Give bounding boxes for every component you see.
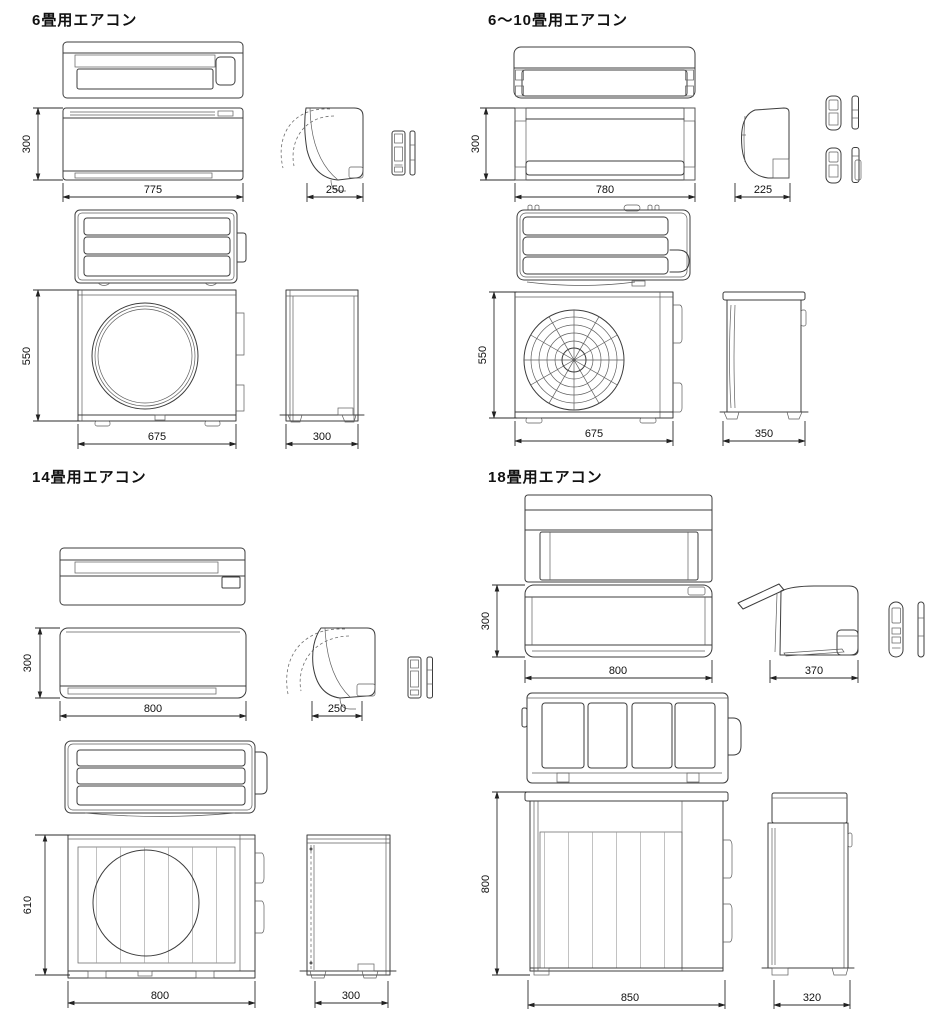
indoor-height-dimension: 300 bbox=[21, 107, 63, 181]
outdoor-unit-top-view bbox=[516, 204, 691, 287]
quadrant-6-10jo: 300 780 225 bbox=[470, 46, 862, 446]
svg-text:225: 225 bbox=[754, 184, 772, 196]
indoor-height-dimension: 300 bbox=[470, 107, 515, 181]
outdoor-unit-front-view bbox=[77, 289, 245, 427]
outdoor-unit-front-view bbox=[67, 834, 265, 979]
outdoor-width-dimension: 675 bbox=[514, 421, 674, 446]
svg-text:300: 300 bbox=[21, 135, 33, 153]
remote-control-1-side bbox=[851, 95, 859, 130]
remote-control-1-front bbox=[825, 95, 842, 131]
indoor-depth-dimension: 250 bbox=[311, 701, 363, 721]
svg-text:800: 800 bbox=[144, 703, 162, 715]
svg-text:300: 300 bbox=[470, 135, 482, 153]
outdoor-width-dimension: 800 bbox=[67, 981, 256, 1008]
svg-text:610: 610 bbox=[22, 896, 34, 914]
quadrant-6jo: 300 775 250 bbox=[21, 41, 416, 449]
outdoor-unit-side-view bbox=[719, 291, 809, 420]
svg-text:675: 675 bbox=[585, 428, 603, 440]
outdoor-height-dimension: 800 bbox=[480, 791, 530, 976]
fan-grille bbox=[91, 302, 199, 410]
svg-text:320: 320 bbox=[803, 992, 821, 1004]
svg-text:300: 300 bbox=[342, 990, 360, 1002]
outdoor-unit-side-view bbox=[299, 834, 397, 979]
svg-text:250: 250 bbox=[326, 184, 344, 196]
svg-text:800: 800 bbox=[480, 875, 492, 893]
fan-grille bbox=[523, 309, 625, 411]
indoor-width-dimension: 775 bbox=[62, 183, 244, 202]
indoor-unit-side-view bbox=[286, 627, 376, 710]
remote-control-side bbox=[409, 130, 416, 176]
indoor-height-dimension: 300 bbox=[22, 627, 60, 699]
svg-text:250: 250 bbox=[328, 703, 346, 715]
unit-title-6-10jo: 6～10畳用エアコン bbox=[488, 12, 629, 29]
outdoor-unit-side-view bbox=[279, 289, 365, 423]
svg-text:775: 775 bbox=[144, 184, 162, 196]
indoor-unit-top-view bbox=[62, 41, 244, 99]
svg-text:300: 300 bbox=[22, 654, 34, 672]
quadrant-14jo: 300 800 250 bbox=[22, 547, 433, 1008]
svg-text:675: 675 bbox=[148, 431, 166, 443]
outdoor-height-dimension: 550 bbox=[477, 291, 517, 419]
indoor-unit-side-view bbox=[741, 107, 790, 179]
outdoor-height-dimension: 550 bbox=[21, 289, 80, 422]
unit-title-18jo: 18畳用エアコン bbox=[488, 469, 603, 486]
indoor-width-dimension: 780 bbox=[514, 183, 696, 202]
indoor-unit-front-view bbox=[59, 627, 247, 699]
outdoor-unit-front-view bbox=[514, 291, 683, 424]
unit-title-14jo: 14畳用エアコン bbox=[32, 469, 147, 486]
outdoor-width-dimension: 675 bbox=[77, 424, 237, 449]
svg-text:550: 550 bbox=[477, 346, 489, 364]
outdoor-depth-dimension: 320 bbox=[773, 980, 851, 1009]
svg-text:300: 300 bbox=[313, 431, 331, 443]
remote-control-front bbox=[391, 130, 406, 176]
svg-text:850: 850 bbox=[621, 992, 639, 1004]
remote-control-side bbox=[917, 601, 925, 658]
svg-text:370: 370 bbox=[805, 665, 823, 677]
outdoor-height-dimension: 610 bbox=[22, 834, 70, 976]
indoor-height-dimension: 300 bbox=[480, 584, 525, 658]
remote-control-2-side bbox=[851, 147, 862, 183]
indoor-unit-side-view bbox=[737, 583, 859, 657]
indoor-unit-top-view bbox=[513, 46, 696, 99]
svg-text:800: 800 bbox=[609, 665, 627, 677]
outdoor-unit-front-view bbox=[524, 791, 733, 976]
indoor-width-dimension: 800 bbox=[524, 660, 713, 683]
louver-grille bbox=[539, 831, 683, 969]
outdoor-depth-dimension: 350 bbox=[722, 421, 806, 446]
outdoor-depth-dimension: 300 bbox=[285, 424, 359, 449]
indoor-unit-top-view bbox=[59, 547, 246, 606]
remote-control-side bbox=[426, 656, 433, 699]
outdoor-width-dimension: 850 bbox=[527, 980, 726, 1009]
svg-text:300: 300 bbox=[480, 612, 492, 630]
indoor-unit-front-view bbox=[62, 107, 244, 181]
unit-title-6jo: 6畳用エアコン bbox=[32, 12, 138, 29]
indoor-depth-dimension: 370 bbox=[769, 660, 859, 683]
indoor-unit-side-view bbox=[280, 107, 364, 192]
remote-control-front bbox=[888, 601, 904, 658]
quadrant-18jo: 300 800 370 bbox=[480, 494, 925, 1009]
svg-text:350: 350 bbox=[755, 428, 773, 440]
outdoor-unit-side-view bbox=[761, 792, 855, 976]
louver-grille bbox=[77, 846, 236, 964]
indoor-depth-dimension: 225 bbox=[734, 183, 791, 202]
svg-text:800: 800 bbox=[151, 990, 169, 1002]
svg-text:780: 780 bbox=[596, 184, 614, 196]
outdoor-depth-dimension: 300 bbox=[314, 981, 389, 1008]
indoor-unit-top-view bbox=[524, 494, 713, 583]
remote-control-2-front bbox=[825, 147, 842, 184]
svg-text:550: 550 bbox=[21, 347, 33, 365]
remote-control-front bbox=[407, 656, 422, 699]
indoor-unit-front-view bbox=[524, 584, 713, 658]
outdoor-unit-top-view bbox=[521, 692, 742, 784]
indoor-unit-front-view bbox=[514, 107, 696, 181]
indoor-depth-dimension: 250 bbox=[306, 183, 364, 202]
outdoor-unit-top-view bbox=[74, 209, 247, 286]
outdoor-unit-top-view bbox=[64, 740, 268, 817]
indoor-width-dimension: 800 bbox=[59, 701, 247, 721]
